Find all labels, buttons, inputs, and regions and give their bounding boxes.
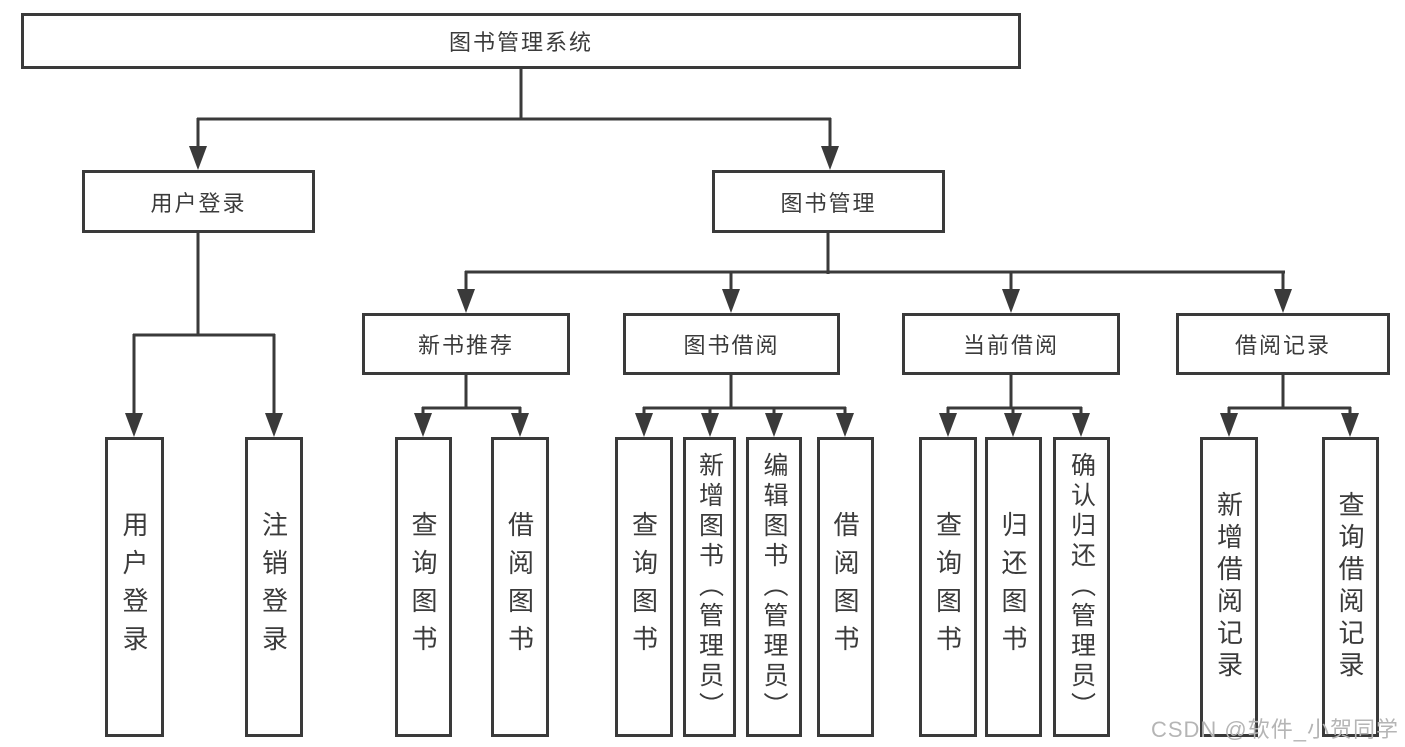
leaf-current-query-books-label: 查询图书 (932, 511, 963, 663)
leaf-return-books: 归还图书 (985, 437, 1042, 737)
leaf-confirm-return-admin: 确认归还（管理员） (1053, 437, 1110, 737)
leaf-query-borrow-record: 查询借阅记录 (1322, 437, 1379, 737)
leaf-borrowing-query-books: 查询图书 (615, 437, 673, 737)
leaf-edit-books-admin: 编辑图书（管理员） (746, 437, 802, 737)
leaf-edit-books-admin-label: 编辑图书（管理员） (760, 452, 788, 722)
leaf-confirm-return-admin-label: 确认归还（管理员） (1067, 452, 1096, 722)
node-new-book-recommend: 新书推荐 (362, 313, 570, 375)
leaf-logout-label: 注销登录 (258, 511, 289, 663)
csdn-watermark: CSDN @软件_小贺同学 (1150, 717, 1399, 742)
leaf-borrow-books-label: 借阅图书 (830, 511, 860, 663)
leaf-add-books-admin: 新增图书（管理员） (683, 437, 736, 737)
node-book-management-label: 图书管理 (780, 190, 877, 216)
node-current-borrowing-label: 当前借阅 (962, 333, 1059, 358)
leaf-query-borrow-record-label: 查询借阅记录 (1335, 491, 1365, 683)
node-user-login-label: 用户登录 (150, 190, 247, 216)
node-borrowing-records: 借阅记录 (1176, 313, 1390, 375)
node-book-management: 图书管理 (712, 170, 945, 233)
leaf-recommend-query-books-label: 查询图书 (408, 511, 438, 663)
node-root-library-system: 图书管理系统 (21, 13, 1021, 69)
leaf-user-login: 用户登录 (105, 437, 164, 737)
node-current-borrowing: 当前借阅 (902, 313, 1120, 375)
leaf-borrowing-query-books-label: 查询图书 (628, 511, 659, 663)
leaf-return-books-label: 归还图书 (998, 511, 1028, 663)
leaf-add-books-admin-label: 新增图书（管理员） (695, 452, 724, 722)
leaf-add-borrow-record: 新增借阅记录 (1200, 437, 1258, 737)
node-new-book-recommend-label: 新书推荐 (417, 333, 514, 358)
leaf-current-query-books: 查询图书 (919, 437, 977, 737)
leaf-recommend-query-books: 查询图书 (395, 437, 452, 737)
leaf-add-borrow-record-label: 新增借阅记录 (1213, 491, 1244, 683)
node-book-borrowing-label: 图书借阅 (683, 333, 780, 358)
leaf-recommend-borrow-books-label: 借阅图书 (504, 511, 535, 663)
node-book-borrowing: 图书借阅 (623, 313, 840, 375)
leaf-borrow-books: 借阅图书 (817, 437, 874, 737)
leaf-logout: 注销登录 (245, 437, 303, 737)
node-root-label: 图书管理系统 (448, 30, 593, 55)
leaf-user-login-label: 用户登录 (119, 511, 149, 663)
node-user-login: 用户登录 (82, 170, 315, 233)
leaf-recommend-borrow-books: 借阅图书 (491, 437, 549, 737)
node-borrowing-records-label: 借阅记录 (1234, 333, 1331, 358)
